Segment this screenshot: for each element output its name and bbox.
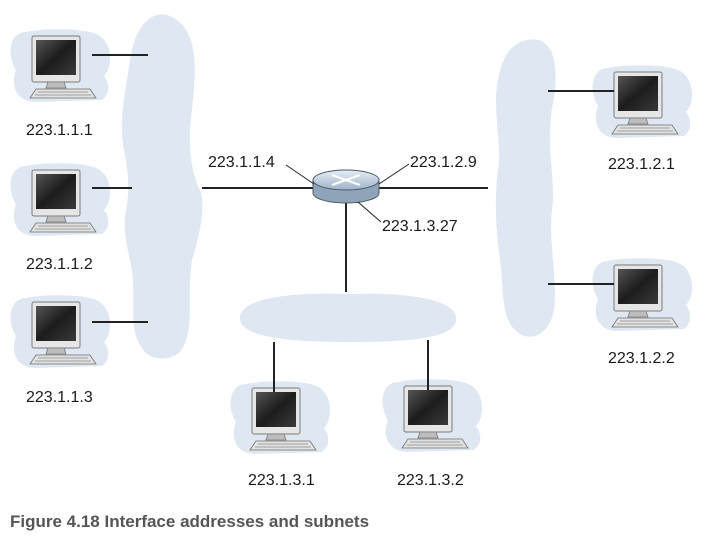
router-interface-label: 223.1.3.27 [382, 218, 458, 235]
router-icon [312, 169, 380, 204]
host-address-label: 223.1.3.2 [397, 472, 464, 489]
host-address-label: 223.1.3.1 [248, 472, 315, 489]
desktop-computer-icon [10, 162, 111, 237]
desktop-computer-icon [10, 294, 111, 369]
subnet-cloud-bottom [240, 293, 457, 342]
host-address-label: 223.1.1.2 [26, 256, 93, 273]
host-address-label: 223.1.1.3 [26, 389, 93, 406]
subnet-cloud-right [495, 39, 556, 337]
interface-leader-lines [285, 163, 410, 223]
router-interface-label: 223.1.2.9 [410, 154, 477, 171]
router-interface-label: 223.1.1.4 [208, 154, 275, 171]
desktop-computer-icon [230, 380, 331, 455]
desktop-computer-icon [10, 28, 111, 103]
desktop-computer-icon [382, 378, 483, 453]
host-address-label: 223.1.1.1 [26, 122, 93, 139]
links [92, 54, 614, 392]
host-address-label: 223.1.2.1 [608, 156, 675, 173]
host-address-label: 223.1.2.2 [608, 350, 675, 367]
subnet-cloud-left [121, 14, 203, 359]
desktop-computer-icon [592, 257, 693, 332]
figure-caption: Figure 4.18 Interface addresses and subn… [10, 512, 370, 531]
desktop-computer-icon [592, 64, 693, 139]
